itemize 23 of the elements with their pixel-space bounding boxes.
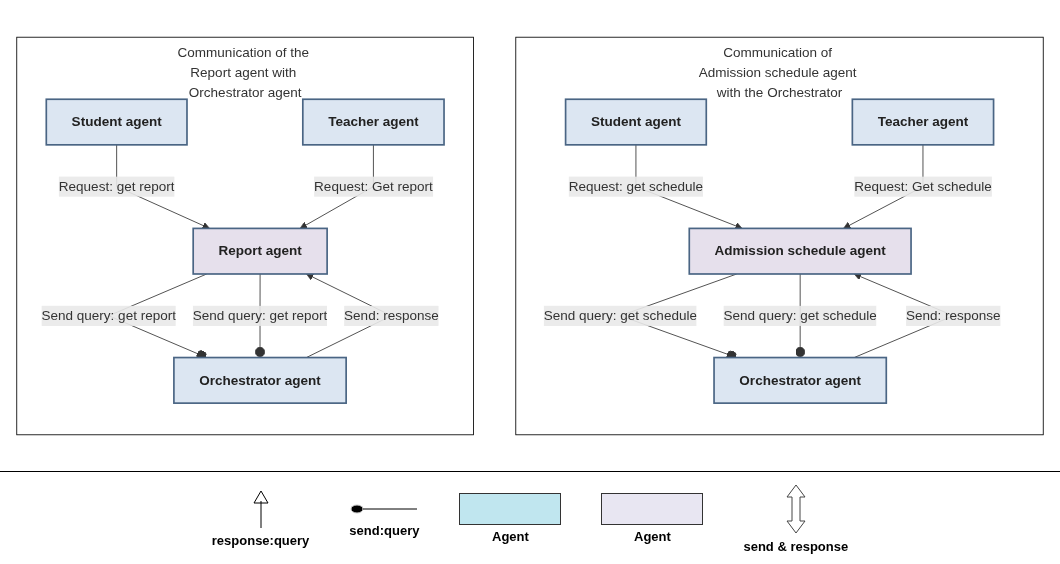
node-box: Orchestrator agent xyxy=(713,356,888,404)
legend-label: response:query xyxy=(211,532,310,548)
node-box: Admission schedule agent xyxy=(688,227,912,275)
edge-label: Send query: get schedule xyxy=(543,307,697,323)
legend-label: send:query xyxy=(349,522,420,538)
edge-label: Request: Get report xyxy=(314,178,433,193)
edge-label: Send query: get schedule xyxy=(723,307,877,323)
legend-label: send & response xyxy=(743,538,849,554)
edge-label: Send query: get report xyxy=(192,307,328,323)
edge-label: Request: get report xyxy=(58,178,175,193)
edge-label: Send: response xyxy=(344,307,439,323)
legend-label: Agent xyxy=(492,528,529,544)
legend-label: Agent xyxy=(634,528,671,544)
node-box: Student agent xyxy=(45,97,188,146)
node-box: Orchestrator agent xyxy=(173,356,347,404)
edge-label: Request: Get schedule xyxy=(854,178,992,193)
edge-label: Send: response xyxy=(906,307,1001,323)
node-box: Report agent xyxy=(192,227,328,275)
node-box: Student agent xyxy=(564,97,708,146)
edge-label: Request: get schedule xyxy=(568,178,704,193)
node-box: Teacher agent xyxy=(301,97,445,146)
node-box: Teacher agent xyxy=(851,97,995,146)
edge-label: Send query: get report xyxy=(41,307,176,323)
